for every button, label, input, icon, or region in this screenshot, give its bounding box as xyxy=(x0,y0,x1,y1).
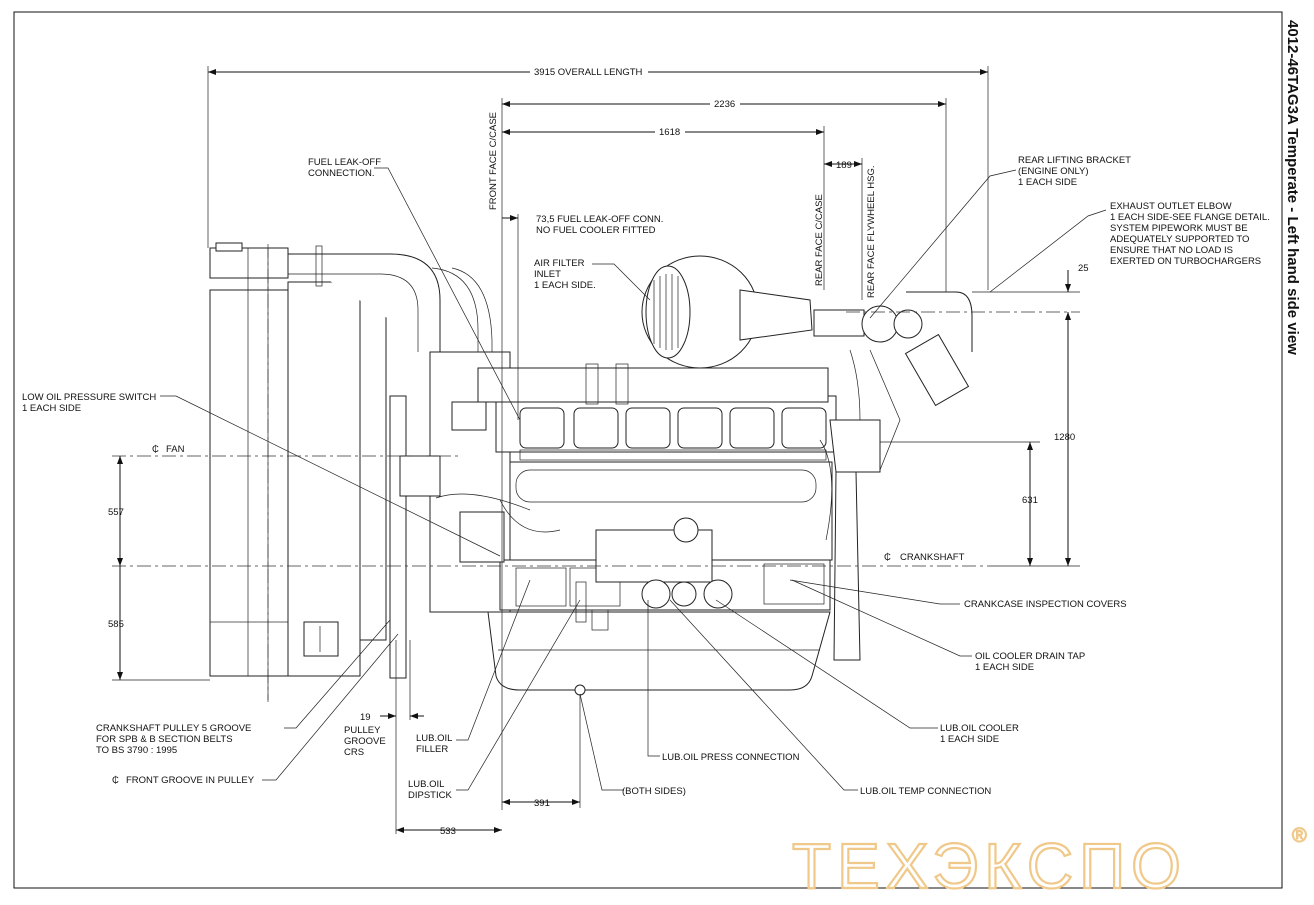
dim-391: 391 xyxy=(534,798,550,809)
label-press-conn: LUB.OIL PRESS CONNECTION xyxy=(662,752,800,763)
label-rear-lifting-3: 1 EACH SIDE xyxy=(1018,177,1077,188)
dim-189: 189 xyxy=(836,160,852,171)
label-low-oil-1: LOW OIL PRESSURE SWITCH xyxy=(22,392,156,403)
label-oil-cooler-2: 1 EACH SIDE xyxy=(940,734,999,745)
label-exhaust-4: ADEQUATELY SUPPORTED TO xyxy=(1110,234,1249,245)
callout-pulley: CRANKSHAFT PULLEY 5 GROOVE FOR SPB & B S… xyxy=(96,723,251,756)
dim-overall-length: 3915 OVERALL LENGTH xyxy=(534,67,643,78)
callout-fuel-leak-conn: 73,5 FUEL LEAK-OFF CONN. NO FUEL COOLER … xyxy=(536,214,663,236)
dim-1618: 1618 xyxy=(659,127,680,138)
callout-crankshaft: ₵ CRANKSHAFT xyxy=(884,552,965,563)
label-oil-filler-1: LUB.OIL xyxy=(416,733,452,744)
label-fuel-leak-off-2: CONNECTION. xyxy=(308,168,375,179)
label-exhaust-2: 1 EACH SIDE-SEE FLANGE DETAIL. xyxy=(1110,212,1270,223)
label-front-face: FRONT FACE C/CASE xyxy=(488,112,499,210)
dim-2236: 2236 xyxy=(714,99,735,110)
label-pulley-3: TO BS 3790 : 1995 xyxy=(96,745,177,756)
label-oil-dipstick-2: DIPSTICK xyxy=(408,790,452,801)
label-air-filter-1: AIR FILTER xyxy=(534,258,585,269)
dimension-values: 3915 OVERALL LENGTH 2236 1618 189 25 128… xyxy=(108,65,1089,837)
dim-585: 585 xyxy=(108,619,124,630)
label-temp-conn: LUB.OIL TEMP CONNECTION xyxy=(860,786,991,797)
oil-cooler-group xyxy=(499,499,733,631)
turbocharger-exhaust xyxy=(813,291,973,471)
label-oil-cooler-1: LUB.OIL COOLER xyxy=(940,723,1019,734)
label-low-oil-2: 1 EACH SIDE xyxy=(22,403,81,414)
label-crankcase-covers: CRANKCASE INSPECTION COVERS xyxy=(964,599,1127,610)
label-fuel-conn-1: 73,5 FUEL LEAK-OFF CONN. xyxy=(536,214,663,225)
callout-pulley-groove: PULLEY GROOVE CRS xyxy=(344,725,386,758)
label-air-filter-3: 1 EACH SIDE. xyxy=(534,280,596,291)
dim-25: 25 xyxy=(1078,263,1089,274)
label-oil-dipstick-1: LUB.OIL xyxy=(408,779,444,790)
intake-pipework xyxy=(288,245,493,370)
watermark-text: ТЕХЭКСПО xyxy=(792,830,1187,900)
label-crankshaft: CRANKSHAFT xyxy=(900,552,965,563)
label-both-sides: (BOTH SIDES) xyxy=(622,786,686,797)
label-fan: FAN xyxy=(166,444,185,455)
engine-block xyxy=(399,351,837,696)
callout-oil-cooler: LUB.OIL COOLER 1 EACH SIDE xyxy=(940,723,1019,745)
callout-oil-drain: OIL COOLER DRAIN TAP 1 EACH SIDE xyxy=(975,651,1085,673)
label-exhaust-6: EXERTED ON TURBOCHARGERS xyxy=(1110,256,1261,267)
callout-rear-lifting: REAR LIFTING BRACKET (ENGINE ONLY) 1 EAC… xyxy=(1018,155,1131,188)
dim-631: 631 xyxy=(1022,495,1038,506)
leader-lines xyxy=(160,167,1107,791)
dim-19: 19 xyxy=(360,712,371,723)
label-fuel-leak-off-1: FUEL LEAK-OFF xyxy=(308,157,381,168)
callout-front-groove: ₵ FRONT GROOVE IN PULLEY xyxy=(112,775,255,786)
cl-symbol-front-groove: ₵ xyxy=(112,775,119,786)
radiator-fan-assembly xyxy=(209,242,407,700)
cylinder-heads xyxy=(519,407,827,461)
callout-air-filter: AIR FILTER INLET 1 EACH SIDE. xyxy=(534,258,596,291)
label-pulley-2: FOR SPB & B SECTION BELTS xyxy=(96,734,233,745)
drawing-border xyxy=(13,11,1283,889)
label-rear-face-flywheel: REAR FACE FLYWHEEL HSG. xyxy=(866,166,877,299)
label-rear-lifting-1: REAR LIFTING BRACKET xyxy=(1018,155,1131,166)
label-exhaust-3: SYSTEM PIPEWORK MUST BE xyxy=(1110,223,1248,234)
label-exhaust-1: EXHAUST OUTLET ELBOW xyxy=(1110,201,1232,212)
callout-fan: ₵ FAN xyxy=(152,444,185,455)
label-pulley-1: CRANKSHAFT PULLEY 5 GROOVE xyxy=(96,723,251,734)
cl-symbol-fan: ₵ xyxy=(152,444,159,455)
label-fuel-conn-2: NO FUEL COOLER FITTED xyxy=(536,225,656,236)
label-pulley-groove-1: PULLEY xyxy=(344,725,381,736)
callout-fuel-leak-off: FUEL LEAK-OFF CONNECTION. xyxy=(308,157,381,179)
label-rear-lifting-2: (ENGINE ONLY) xyxy=(1018,166,1089,177)
label-pulley-groove-3: CRS xyxy=(344,747,364,758)
dimension-arrows xyxy=(117,69,1071,833)
air-filter xyxy=(641,255,813,369)
manifold-pipe xyxy=(477,363,829,405)
label-oil-drain-1: OIL COOLER DRAIN TAP xyxy=(975,651,1085,662)
cl-symbol-crankshaft: ₵ xyxy=(884,552,891,563)
dim-1280: 1280 xyxy=(1054,432,1075,443)
label-air-filter-2: INLET xyxy=(534,269,561,280)
label-exhaust-5: ENSURE THAT NO LOAD IS xyxy=(1110,245,1233,256)
callout-exhaust: EXHAUST OUTLET ELBOW 1 EACH SIDE-SEE FLA… xyxy=(1110,201,1270,267)
drawing-title: 4012-46TAG3A Temperate - Left hand side … xyxy=(1284,20,1301,355)
label-pulley-groove-2: GROOVE xyxy=(344,736,386,747)
callout-oil-dipstick: LUB.OIL DIPSTICK xyxy=(408,779,452,801)
label-oil-drain-2: 1 EACH SIDE xyxy=(975,662,1034,673)
label-rear-face-case: REAR FACE C/CASE xyxy=(814,194,825,286)
dim-557: 557 xyxy=(108,507,124,518)
dim-533: 533 xyxy=(440,826,456,837)
label-front-groove: FRONT GROOVE IN PULLEY xyxy=(126,775,255,786)
callout-oil-filler: LUB.OIL FILLER xyxy=(416,733,452,755)
watermark-mark: ® xyxy=(1292,825,1307,847)
label-oil-filler-2: FILLER xyxy=(416,744,448,755)
callout-low-oil: LOW OIL PRESSURE SWITCH 1 EACH SIDE xyxy=(22,392,156,414)
